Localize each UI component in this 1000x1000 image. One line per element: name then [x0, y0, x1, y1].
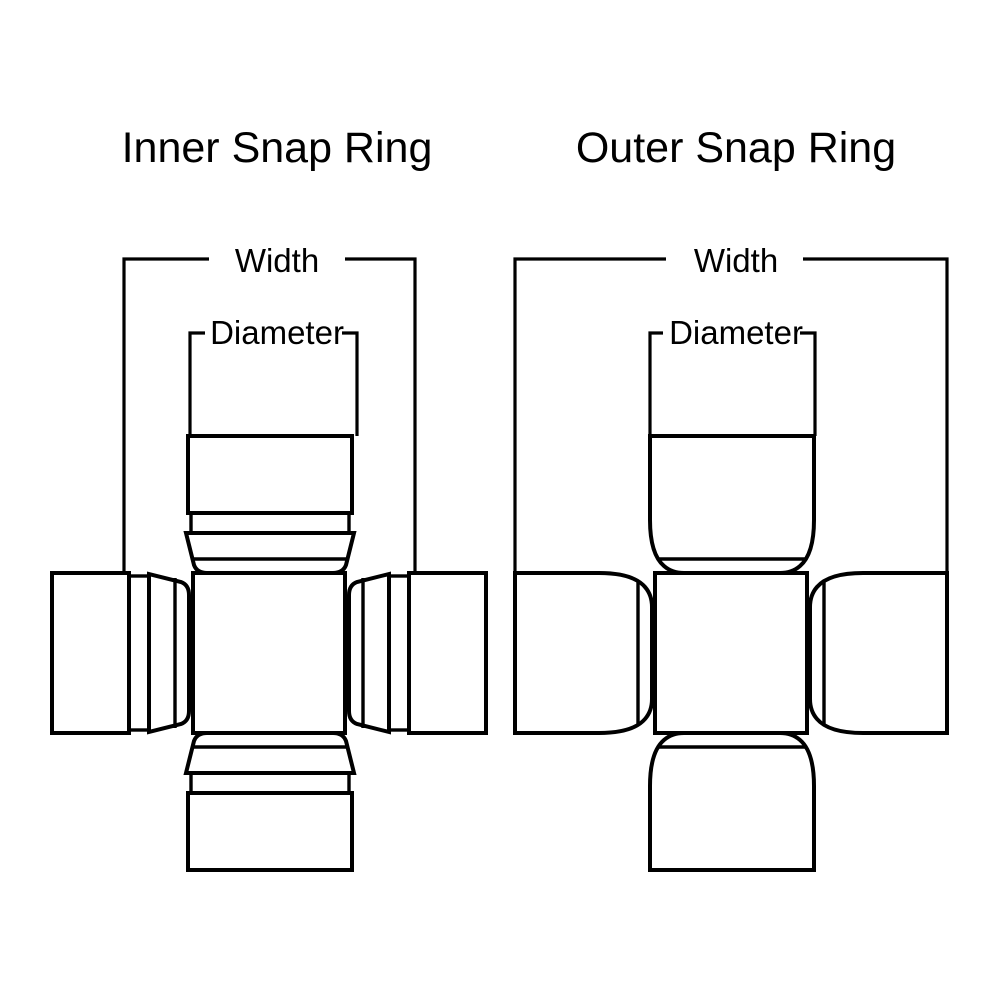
bearing-cap-right-outer [808, 571, 949, 735]
bearing-cap-bottom-inner [183, 731, 357, 872]
width-bracket-right-outer [803, 257, 949, 572]
cap-body-right-outer [808, 571, 949, 735]
width-bracket-right-inner [345, 257, 417, 572]
diameter-bracket-right-outer [800, 331, 817, 436]
diameter-label-inner: Diameter [210, 314, 344, 351]
panel-inner-snap-ring: Inner Snap Ring Width Diameter [50, 124, 488, 872]
dimension-diameter-outer: Diameter [648, 314, 817, 436]
dimension-width-inner: Width [122, 242, 417, 572]
bearing-cap-left-outer [513, 571, 654, 735]
cap-shoulder-left-inner [147, 571, 191, 735]
width-bracket-left-outer [513, 257, 666, 572]
cap-shoulder-right-inner [347, 571, 391, 735]
diameter-label-outer: Diameter [669, 314, 803, 351]
bearing-cap-left-inner [50, 571, 191, 735]
width-label-inner: Width [235, 242, 319, 279]
cap-body-top-outer [648, 434, 816, 575]
diameter-bracket-right-inner [342, 331, 359, 436]
bearing-cap-bottom-outer [648, 731, 816, 872]
cap-shoulder-top-inner [183, 531, 357, 575]
panel-outer-snap-ring: Outer Snap Ring Width Diameter [513, 124, 949, 872]
bearing-cap-top-outer [648, 434, 816, 575]
bearing-cap-right-inner [347, 571, 488, 735]
cap-shoulder-bottom-inner [183, 731, 357, 775]
bearing-cap-top-inner [183, 434, 357, 575]
diameter-bracket-left-outer [648, 331, 663, 436]
diameter-bracket-left-inner [188, 331, 205, 436]
width-label-outer: Width [694, 242, 778, 279]
panel-title-outer: Outer Snap Ring [576, 124, 896, 172]
dimension-diameter-inner: Diameter [188, 314, 359, 436]
cap-body-left-outer [513, 571, 654, 735]
cap-body-bottom-outer [648, 731, 816, 872]
width-bracket-left-inner [122, 257, 209, 572]
panel-title-inner: Inner Snap Ring [122, 124, 433, 172]
dimension-width-outer: Width [513, 242, 949, 572]
